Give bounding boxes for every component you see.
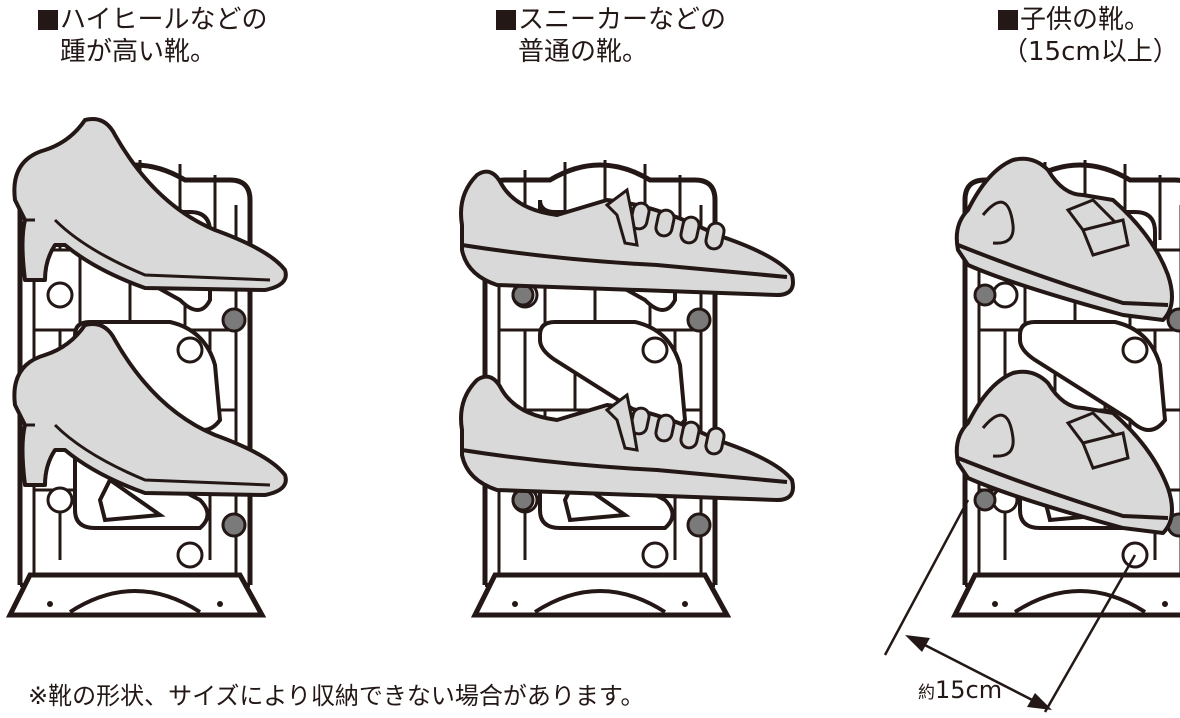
caption-line1: ハイヒールなどの (60, 5, 268, 35)
measurement-arrowheads (905, 635, 1052, 710)
footnote-note: ※靴の形状、サイズにより収納できない場合があります。 (28, 682, 645, 710)
caption-kids-shoes: 子供の靴。 （15cm以上） (998, 4, 1179, 68)
sneaker-lower (459, 374, 795, 502)
measurement-prefix: 約 (918, 683, 935, 703)
caption-line2: 普通の靴。 (518, 37, 649, 67)
square-bullet-icon (38, 10, 58, 30)
caption-line1: スニーカーなどの (518, 5, 727, 35)
caption-line2: 踵が高い靴。 (60, 37, 217, 67)
square-bullet-icon (998, 10, 1018, 30)
measurement-value: 15cm (935, 676, 1003, 704)
rack-sneakers (459, 160, 795, 615)
caption-line2: （15cm以上） (1002, 37, 1179, 67)
square-bullet-icon (496, 10, 516, 30)
measurement-lines (883, 499, 1137, 713)
caption-line1: 子供の靴。 (1020, 5, 1151, 35)
caption-sneakers: スニーカーなどの 普通の靴。 (496, 4, 726, 68)
sneaker-upper (459, 169, 795, 297)
measurement-label: 約15cm (918, 676, 1002, 704)
caption-high-heels: ハイヒールなどの 踵が高い靴。 (38, 4, 267, 68)
rack-kids-shoes (955, 156, 1180, 615)
high-heel-shoe-upper (12, 117, 288, 292)
rack-high-heels (10, 117, 288, 615)
